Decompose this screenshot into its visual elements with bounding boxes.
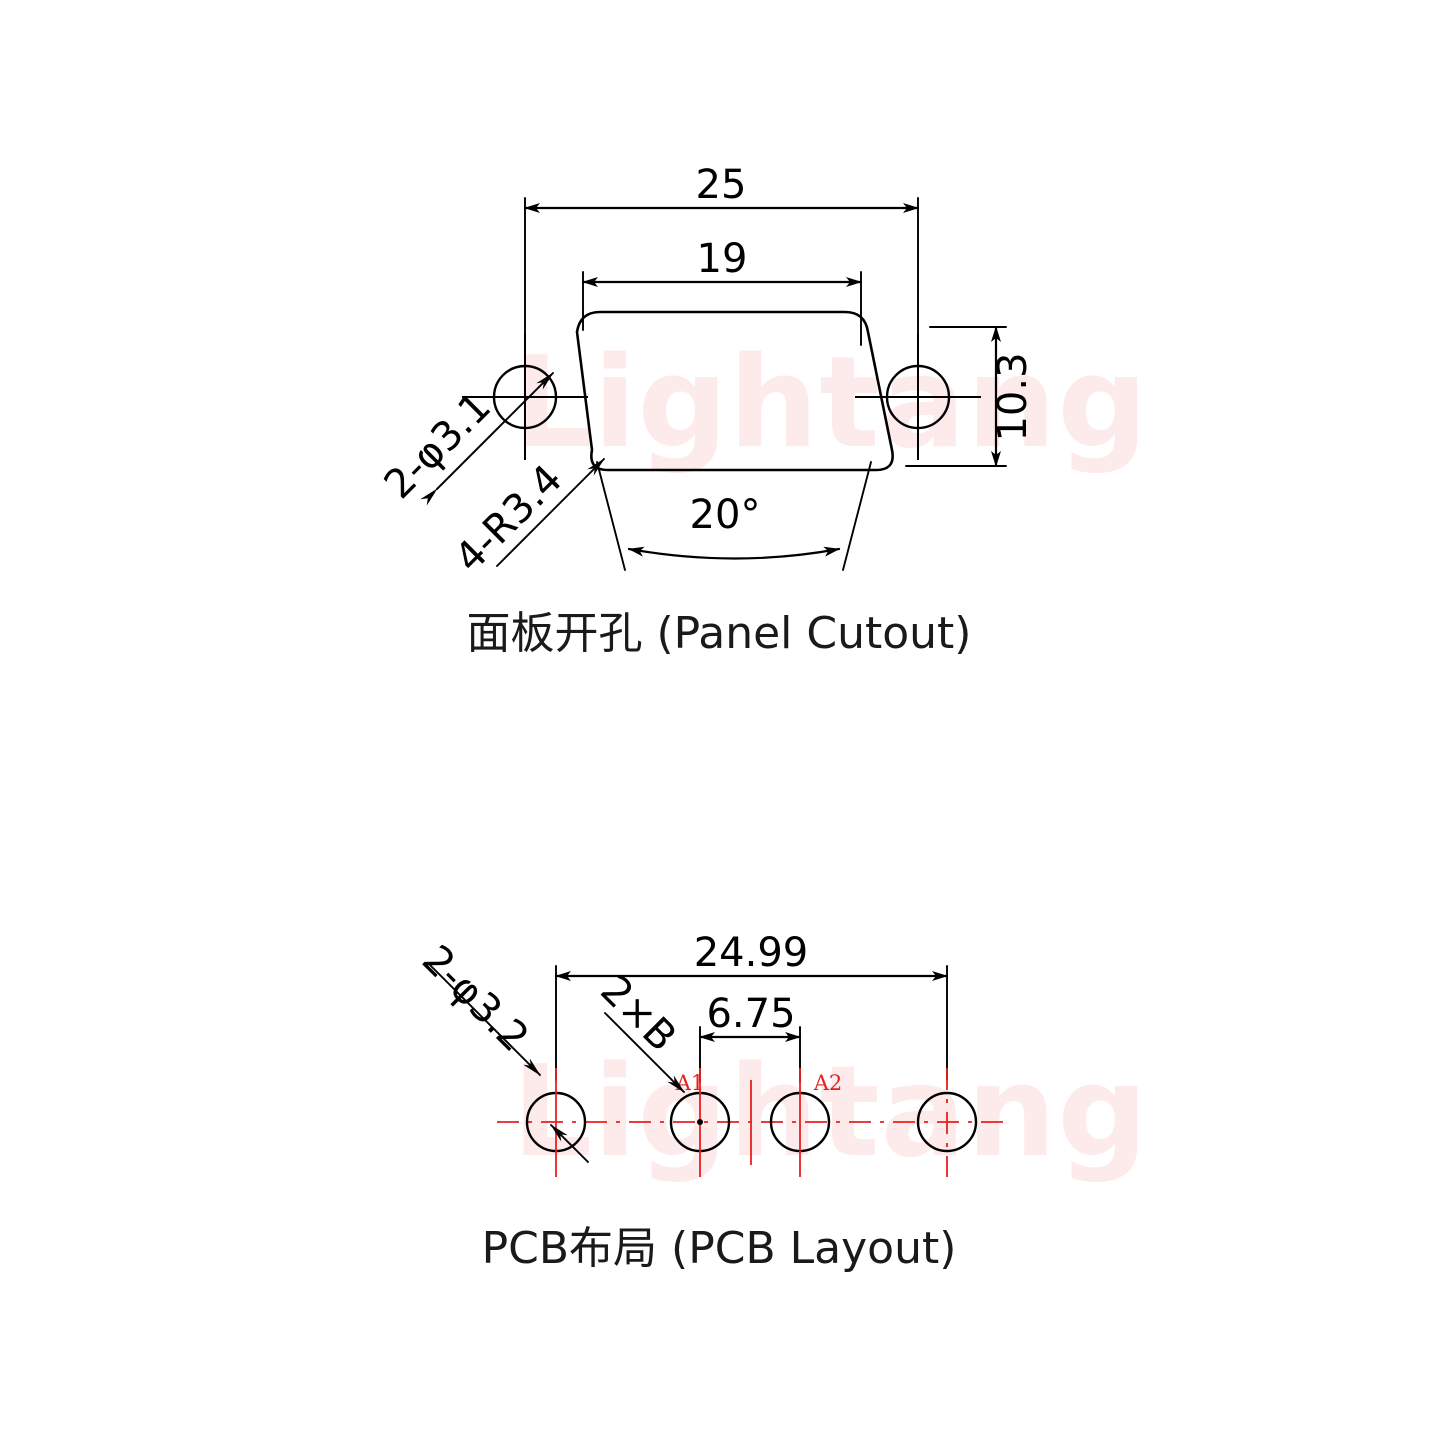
dim-label-cutout-height: 10.3 — [990, 352, 1036, 441]
pcb-pin-label-a1: A1 — [675, 1071, 705, 1095]
dim-label-pcb-mounting-holes: 2-φ3.2 — [413, 937, 537, 1061]
dim-24-99-extension-lines — [555, 965, 948, 1081]
watermark-bottom: Lightang — [512, 1038, 1149, 1185]
pcb-hole-a2 — [769, 1068, 831, 1177]
angle-extension-lines — [596, 461, 872, 571]
pcb-layout-caption: PCB布局 (PCB Layout) — [482, 1223, 957, 1274]
leader-pcb-hole-dia — [429, 964, 589, 1163]
dim-label-draft-angle: 20° — [690, 492, 761, 538]
watermark-top: Lightang — [512, 329, 1149, 476]
panel-cutout-caption: 面板开孔 (Panel Cutout) — [467, 608, 972, 659]
panel-cutout-view: 25 19 — [376, 162, 1036, 659]
pcb-layout-view: 24.99 6.75 A1 — [413, 930, 1010, 1274]
panel-cutout-outline — [575, 310, 894, 472]
pcb-hole-mount-right — [916, 1068, 978, 1177]
dim-label-cutout-top-width: 19 — [697, 236, 748, 282]
dim-label-corner-radius: 4-R3.4 — [446, 456, 571, 581]
leader-contact-callout — [604, 1012, 685, 1093]
panel-hole-right — [855, 334, 981, 460]
dim-label-pin-pitch: 6.75 — [706, 991, 795, 1037]
pcb-hole-mount-left — [525, 1068, 587, 1177]
angle-arc-20deg — [627, 546, 841, 560]
dim-label-pcb-overall-width: 24.99 — [694, 930, 809, 976]
pcb-pin-label-a2: A2 — [813, 1071, 843, 1095]
leader-corner-radius — [496, 458, 605, 567]
pcb-hole-a1 — [669, 1068, 731, 1177]
panel-hole-left — [462, 334, 588, 460]
leader-panel-hole-dia — [420, 372, 554, 506]
dim-label-overall-width: 25 — [696, 162, 747, 208]
